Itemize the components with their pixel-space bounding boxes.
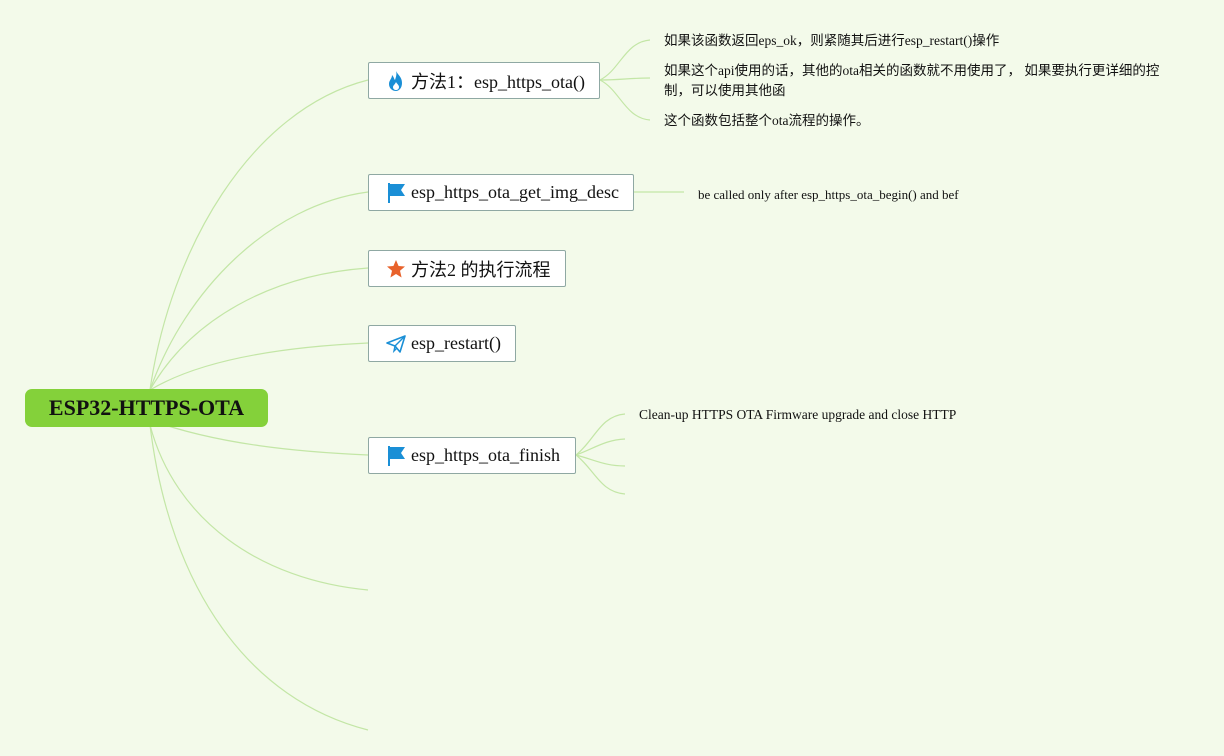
topic-restart[interactable]: esp_restart() xyxy=(368,325,516,362)
flag-icon xyxy=(385,445,407,467)
star-icon xyxy=(385,258,407,280)
link-root-restart xyxy=(149,342,369,391)
topic-get-img-desc[interactable]: esp_https_ota_get_img_desc xyxy=(368,174,634,211)
link-root-method2 xyxy=(149,267,369,391)
topic-label: esp_https_ota_finish xyxy=(411,445,560,465)
note-finish-1[interactable]: Clean-up HTTPS OTA Firmware upgrade and … xyxy=(639,407,957,422)
link-finish-note-1 xyxy=(575,413,626,456)
topic-finish[interactable]: esp_https_ota_finish xyxy=(368,437,576,474)
link-method1-note-3 xyxy=(599,79,651,121)
link-root-empty-2 xyxy=(149,424,369,731)
link-finish-note-4 xyxy=(575,454,626,495)
topic-label: 方法2 的执行流程 xyxy=(411,259,551,280)
topic-method1[interactable]: 方法1：esp_https_ota() xyxy=(368,62,600,99)
fire-icon xyxy=(385,70,407,92)
link-root-method1 xyxy=(149,79,369,391)
topic-label: 方法1：esp_https_ota() xyxy=(411,71,585,92)
topic-label: esp_restart() xyxy=(411,333,501,353)
link-method1-note-1 xyxy=(599,39,651,81)
paper-plane-icon xyxy=(385,333,407,355)
note-method1-1[interactable]: 如果该函数返回eps_ok，则紧随其后进行esp_restart()操作 xyxy=(664,33,1000,48)
topic-label: esp_https_ota_get_img_desc xyxy=(411,182,619,202)
link-root-finish xyxy=(149,419,369,456)
note-method1-3[interactable]: 这个函数包括整个ota流程的操作。 xyxy=(664,113,870,128)
flag-icon xyxy=(385,182,407,204)
root-topic[interactable]: ESP32-HTTPS-OTA xyxy=(25,389,268,427)
note-get-img-desc[interactable]: be called only after esp_https_ota_begin… xyxy=(698,187,959,202)
link-finish-note-2 xyxy=(575,438,626,456)
link-method1-note-2 xyxy=(599,77,651,81)
link-root-empty-1 xyxy=(149,424,369,591)
note-method1-2[interactable]: 如果这个api使用的话，其他的ota相关的函数就不用使用了， 如果要执行更详细的… xyxy=(664,63,1160,98)
link-root-get-img-desc xyxy=(149,191,369,391)
link-finish-note-3 xyxy=(575,454,626,467)
topic-method2[interactable]: 方法2 的执行流程 xyxy=(368,250,566,287)
